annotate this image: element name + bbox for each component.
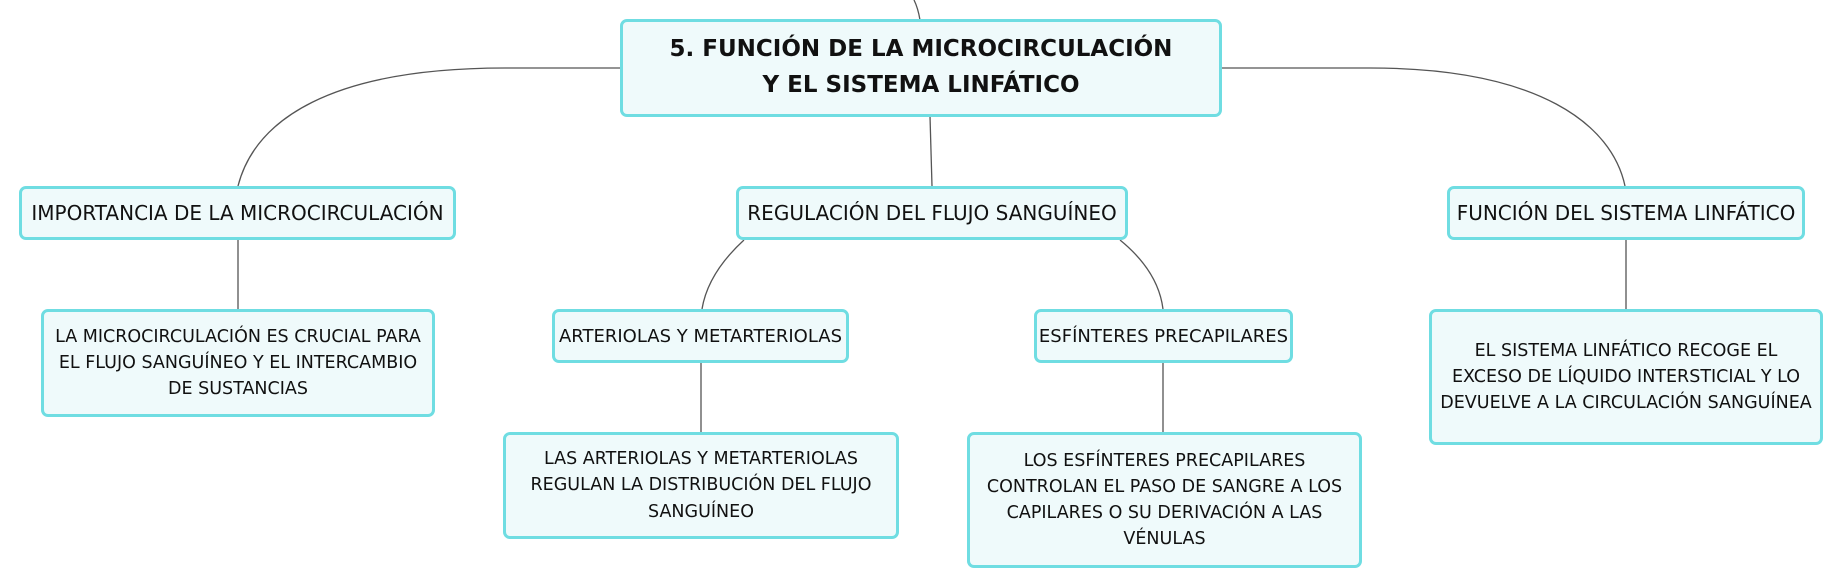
topic-importance-label: IMPORTANCIA DE LA MICROCIRCULACIÓN <box>31 201 444 225</box>
detail-importance[interactable]: LA MICROCIRCULACIÓN ES CRUCIAL PARA EL F… <box>41 309 435 417</box>
detail-sphincters[interactable]: LOS ESFÍNTERES PRECAPILARES CONTROLAN EL… <box>967 432 1362 568</box>
topic-lymphatic-label: FUNCIÓN DEL SISTEMA LINFÁTICO <box>1456 201 1796 225</box>
detail-arterioles[interactable]: LAS ARTERIOLAS Y METARTERIOLAS REGULAN L… <box>503 432 899 539</box>
connector-regulation-sphincters <box>1119 239 1164 310</box>
subtopic-sphincters-label: ESFÍNTERES PRECAPILARES <box>1038 325 1289 347</box>
detail-importance-text: LA MICROCIRCULACIÓN ES CRUCIAL PARA EL F… <box>55 326 421 400</box>
topic-regulation[interactable]: REGULACIÓN DEL FLUJO SANGUÍNEO <box>736 186 1128 240</box>
connector-root-lymphatic <box>1222 67 1626 187</box>
topic-regulation-label: REGULACIÓN DEL FLUJO SANGUÍNEO <box>747 201 1117 225</box>
detail-arterioles-text: LAS ARTERIOLAS Y METARTERIOLAS REGULAN L… <box>530 449 872 522</box>
subtopic-arterioles-label: ARTERIOLAS Y METARTERIOLAS <box>558 325 843 347</box>
subtopic-arterioles[interactable]: ARTERIOLAS Y METARTERIOLAS <box>552 309 849 363</box>
subtopic-sphincters[interactable]: ESFÍNTERES PRECAPILARES <box>1034 309 1293 363</box>
detail-lymphatic[interactable]: EL SISTEMA LINFÁTICO RECOGE EL EXCESO DE… <box>1429 309 1823 445</box>
connector-regulation-arterioles <box>701 239 745 310</box>
connector-root-importance <box>237 67 620 187</box>
root-title: 5. FUNCIÓN DE LA MICROCIRCULACIÓN Y EL S… <box>669 36 1173 98</box>
topic-lymphatic[interactable]: FUNCIÓN DEL SISTEMA LINFÁTICO <box>1447 186 1805 240</box>
detail-lymphatic-text: EL SISTEMA LINFÁTICO RECOGE EL EXCESO DE… <box>1440 340 1812 414</box>
connector-root-regulation <box>929 115 933 187</box>
topic-importance[interactable]: IMPORTANCIA DE LA MICROCIRCULACIÓN <box>19 186 456 240</box>
root-topic[interactable]: 5. FUNCIÓN DE LA MICROCIRCULACIÓN Y EL S… <box>620 19 1222 117</box>
connector-parent-root <box>913 0 921 21</box>
detail-sphincters-text: LOS ESFÍNTERES PRECAPILARES CONTROLAN EL… <box>986 450 1343 550</box>
